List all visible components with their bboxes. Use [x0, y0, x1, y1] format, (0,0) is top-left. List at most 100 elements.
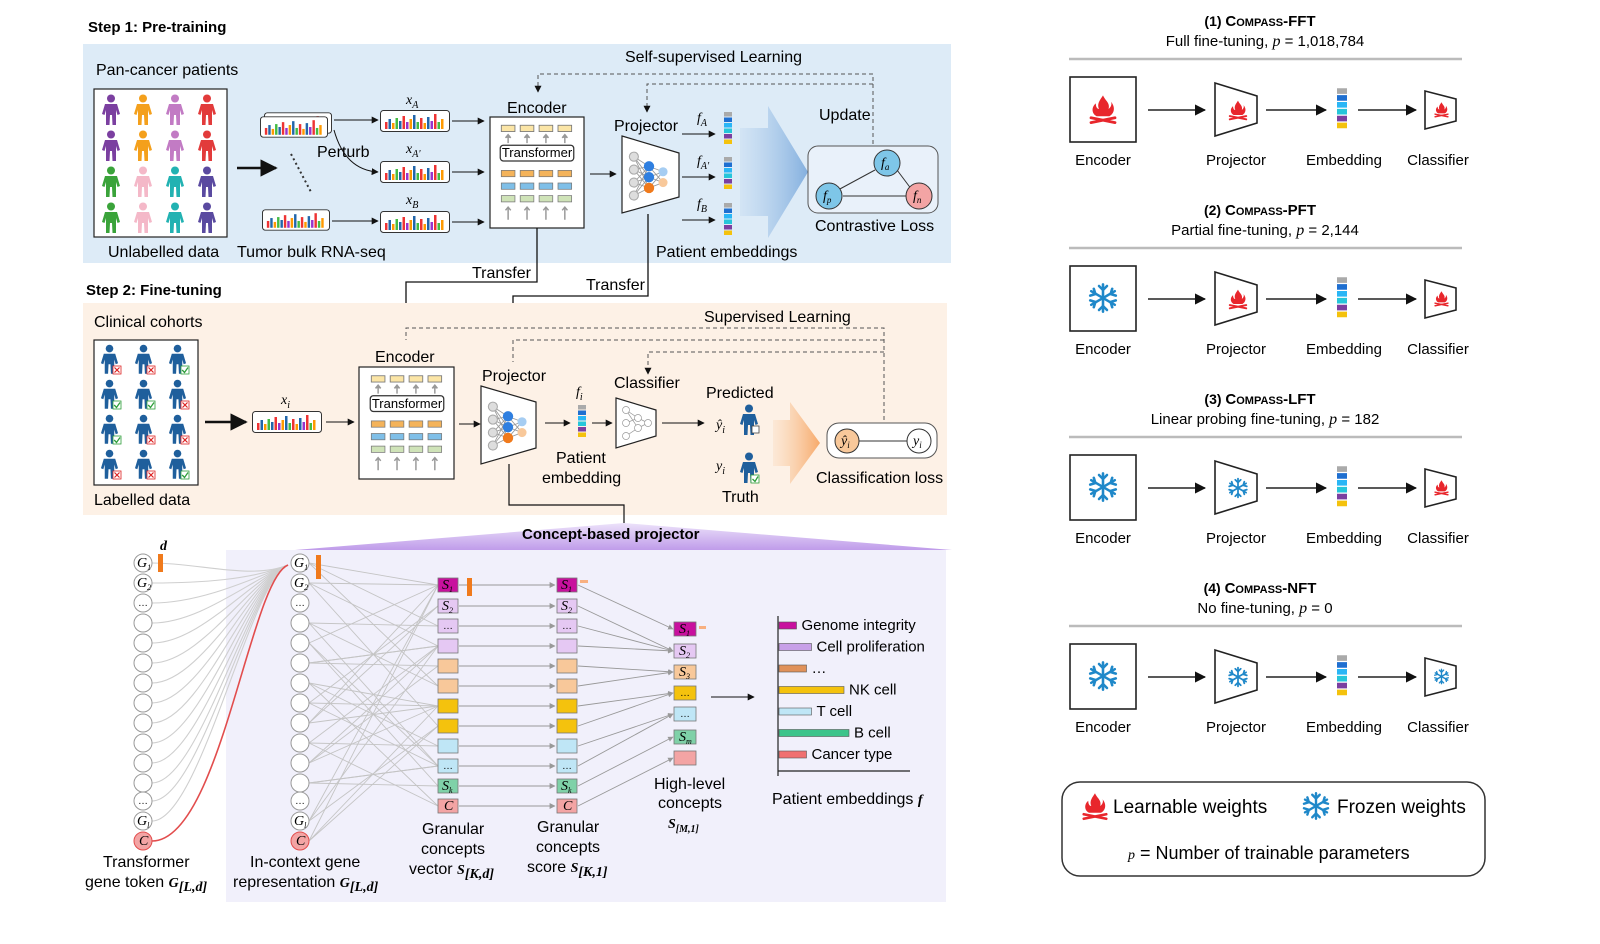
predicted-badge — [751, 425, 760, 434]
aggregation-link — [577, 665, 674, 675]
strategy-component-label: Encoder — [1075, 152, 1131, 169]
granular-concept-score — [556, 698, 578, 714]
node-fn — [905, 182, 933, 210]
label-badge — [112, 400, 122, 410]
context-gene-node — [290, 573, 310, 593]
ellipsis-label: … — [295, 598, 305, 609]
aggregation-link — [577, 757, 674, 807]
concept-title: Concept-based projector — [522, 526, 700, 543]
ellipsis-label: … — [295, 796, 305, 807]
xA2-histogram — [380, 161, 450, 183]
hl-caption: High-level concepts S[M,1] — [654, 776, 725, 835]
concept-link — [308, 582, 439, 586]
strategy-component-label: Encoder — [1075, 719, 1131, 736]
granular-concept-vector — [437, 618, 459, 634]
strategy-component-label: Projector — [1206, 719, 1266, 736]
high-level-concept — [673, 729, 697, 745]
gene-token-link — [151, 564, 289, 624]
icg-caption-line2: representation G[L,d] — [233, 874, 379, 895]
concept-link — [308, 765, 439, 784]
context-cls-node — [290, 831, 310, 851]
embedding-bar-label: B cell — [854, 725, 891, 742]
context-gene-node — [290, 791, 310, 811]
sl-dashed-loop-2 — [512, 339, 884, 362]
strategy-component-label: Projector — [1206, 341, 1266, 358]
embedding-bar — [778, 750, 807, 759]
granular-concept-score — [556, 778, 578, 794]
y-label: yi — [714, 459, 725, 477]
embedding-bar-label: Cell proliferation — [817, 639, 925, 656]
classifier2-label: Classifier — [614, 375, 680, 392]
step1-title: Step 1: Pre-training — [88, 19, 226, 36]
sl-dashed-loop-1 — [405, 327, 885, 420]
context-gene-node — [290, 811, 310, 831]
strategy-title: (1) Compass-FFT — [1204, 13, 1315, 30]
gene-token-node — [133, 811, 153, 831]
cls-token-node — [133, 831, 153, 851]
cross-mark — [148, 472, 154, 478]
loss-node-yhat — [834, 428, 860, 454]
context-gene-node — [290, 773, 310, 793]
label-badge — [180, 470, 190, 480]
fp-label: fp — [823, 189, 832, 205]
legend-p-desc: p = Number of trainable parameters — [1127, 843, 1410, 863]
loss-yhat-label: ŷi — [839, 434, 850, 450]
aggregation-link — [577, 692, 674, 727]
xB-label: xB — [405, 193, 418, 211]
sl-label: Supervised Learning — [704, 309, 851, 326]
icg-caption: In-context gene representation G[L,d] — [233, 854, 379, 895]
granular-concept-score — [556, 678, 578, 694]
cohorts-label: Clinical cohorts — [94, 314, 202, 331]
aggregation-link — [577, 690, 674, 707]
gcs-caption-line2: concepts — [536, 839, 600, 856]
strategy-component-label: Embedding — [1306, 530, 1382, 547]
concept-cls-label: C — [563, 799, 573, 814]
strategy-embedding — [1337, 88, 1347, 129]
truth-badge — [750, 474, 760, 484]
strategy-component-label: Embedding — [1306, 719, 1382, 736]
context-gene-node — [290, 673, 310, 693]
truth-check — [752, 476, 759, 483]
update-label: Update — [819, 107, 871, 124]
label-badge — [146, 400, 156, 410]
gene-token-label: G2 — [294, 576, 308, 592]
context-dim-bar — [316, 555, 321, 579]
concept-label: Sk — [561, 779, 572, 795]
hl-caption-line2: concepts — [658, 795, 722, 812]
projector-zoom-line — [508, 464, 625, 523]
concept-link — [308, 582, 439, 647]
score-dim-bar — [580, 580, 588, 583]
high-level-concept — [673, 750, 697, 766]
fa-label: fa — [881, 156, 890, 172]
strategy-embedding — [1337, 655, 1347, 696]
node-fa — [873, 149, 901, 177]
xA-histogram — [380, 110, 450, 132]
legend-frozen: Frozen weights — [1337, 797, 1466, 818]
context-gene-node — [290, 553, 310, 573]
strategy-component-label: Embedding — [1306, 152, 1382, 169]
gene-token-node — [133, 753, 153, 773]
tgt-caption-line2: gene token G[L,d] — [85, 874, 207, 895]
big-orange-arrow — [773, 402, 820, 484]
cls-token-label: C — [296, 834, 306, 849]
ellipsis-label: … — [138, 598, 148, 609]
context-gene-node — [290, 633, 310, 653]
predicted-label: Predicted — [706, 385, 774, 402]
concept-link — [308, 584, 439, 644]
gcv-caption-line2: concepts — [421, 841, 485, 858]
granular-concept-score — [556, 798, 578, 814]
projector1-label: Projector — [614, 118, 679, 135]
cross-mark — [114, 472, 120, 478]
concept-link — [308, 645, 439, 822]
embedding-bar — [778, 664, 807, 673]
fi-label: fi — [576, 385, 583, 403]
concept-link — [308, 562, 439, 627]
ellipsis-label: … — [562, 621, 572, 632]
strategy-desc: Linear probing fine-tuning, p = 182 — [1151, 411, 1380, 428]
high-level-concept — [673, 643, 697, 659]
ssl-label: Self-supervised Learning — [625, 49, 802, 66]
gene-token-link — [151, 564, 289, 644]
